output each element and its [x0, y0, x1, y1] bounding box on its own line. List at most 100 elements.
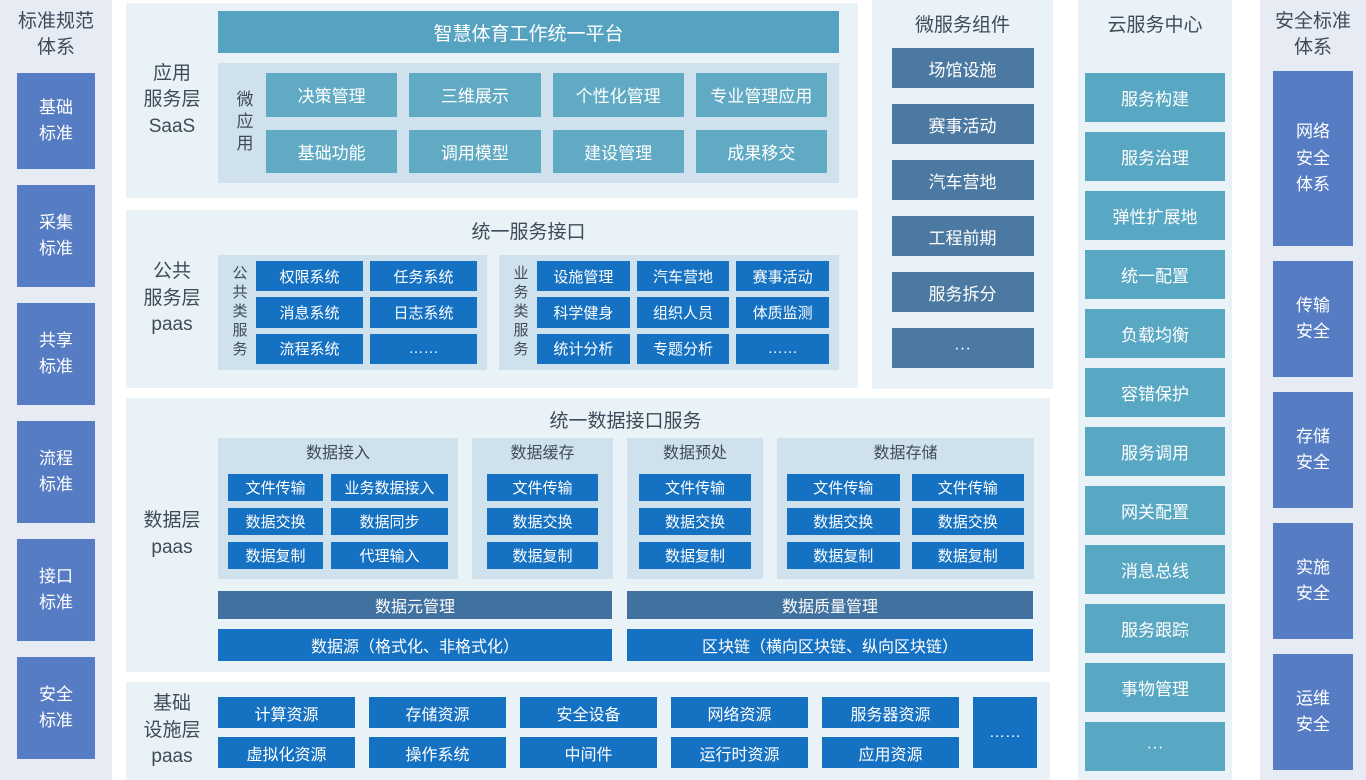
infrastructure-resource-box: 运行时资源	[671, 737, 808, 768]
data-source-row: 数据源（格式化、非格式化） 区块链（横向区块链、纵向区块链）	[218, 629, 1033, 661]
common-service-box: 流程系统	[256, 333, 363, 364]
cloud-service-box: 网关配置	[1085, 486, 1225, 535]
data-meta-management-bar: 数据元管理	[218, 591, 612, 619]
cloud-service-box: 事物管理	[1085, 663, 1225, 712]
data-layer-content: 统一数据接口服务 数据接入 文件传输业务数据接入数据交换数据同步数据复制代理输入…	[218, 398, 1050, 672]
data-preprocess-group: 数据预处 文件传输数据交换数据复制	[627, 438, 763, 579]
security-sidebar: 安全标准 体系 网络 安全 体系传输 安全存储 安全实施 安全运维 安全	[1260, 0, 1366, 780]
micro-apps-grid: 决策管理三维展示个性化管理专业管理应用基础功能调用模型建设管理成果移交	[258, 73, 827, 173]
standard-item-box: 流程 标准	[17, 421, 95, 524]
infrastructure-resource-box: 虚拟化资源	[218, 737, 355, 768]
business-service-box: ……	[736, 333, 829, 364]
business-service-box: 赛事活动	[736, 261, 829, 292]
cloud-service-box: 负载均衡	[1085, 309, 1225, 358]
standard-item-box: 安全 标准	[17, 657, 95, 760]
data-preprocess-box: 数据交换	[639, 508, 751, 535]
data-source-bar: 数据源（格式化、非格式化）	[218, 629, 612, 661]
data-storage-group: 数据存储 文件传输文件传输数据交换数据交换数据复制数据复制	[777, 438, 1034, 579]
data-storage-title: 数据存储	[873, 445, 938, 462]
business-service-box: 专题分析	[636, 333, 730, 364]
data-storage-box: 数据复制	[911, 542, 1024, 569]
micro-app-box: 决策管理	[266, 73, 398, 117]
standards-list: 基础 标准采集 标准共享 标准流程 标准接口 标准安全 标准	[0, 73, 112, 760]
cloud-service-box: 服务治理	[1085, 132, 1225, 181]
data-storage-grid: 文件传输文件传输数据交换数据交换数据复制数据复制	[787, 474, 1024, 569]
data-access-box: 数据同步	[331, 508, 448, 535]
infrastructure-resource-box: 存储资源	[369, 697, 506, 728]
business-service-box: 科学健身	[537, 297, 630, 328]
data-access-box: 文件传输	[228, 474, 323, 501]
data-cache-group: 数据缓存 文件传输数据交换数据复制	[472, 438, 613, 579]
cloud-service-box: 服务跟踪	[1085, 604, 1225, 653]
data-storage-box: 文件传输	[787, 474, 900, 501]
micro-services-panel: 微服务组件 场馆设施赛事活动汽车营地工程前期服务拆分···	[872, 0, 1053, 389]
micro-app-box: 三维展示	[409, 73, 541, 117]
data-access-group: 数据接入 文件传输业务数据接入数据交换数据同步数据复制代理输入	[218, 438, 458, 579]
micro-apps-vertical-label: 微应用	[233, 90, 253, 156]
infrastructure-resource-box: 安全设备	[520, 697, 657, 728]
data-groups-row: 数据接入 文件传输业务数据接入数据交换数据同步数据复制代理输入 数据缓存 文件传…	[218, 438, 1034, 579]
data-layer-panel: 数据层 paas 统一数据接口服务 数据接入 文件传输业务数据接入数据交换数据同…	[126, 398, 1050, 672]
data-storage-box: 文件传输	[911, 474, 1024, 501]
cloud-service-box: 服务调用	[1085, 427, 1225, 476]
micro-app-box: 个性化管理	[552, 73, 684, 117]
cloud-service-box: 消息总线	[1085, 545, 1225, 594]
common-services-panel: 公共类服务 权限系统任务系统消息系统日志系统流程系统……	[218, 255, 487, 370]
standards-sidebar: 标准规范 体系 基础 标准采集 标准共享 标准流程 标准接口 标准安全 标准	[0, 0, 112, 780]
service-panels: 公共类服务 权限系统任务系统消息系统日志系统流程系统…… 业务类服务 设施管理汽…	[218, 255, 839, 370]
business-service-box: 汽车营地	[636, 261, 730, 292]
business-service-box: 体质监测	[736, 297, 829, 328]
micro-app-box: 调用模型	[409, 129, 541, 173]
saas-layer-content: 智慧体育工作统一平台 微应用 决策管理三维展示个性化管理专业管理应用基础功能调用…	[218, 3, 858, 198]
security-sidebar-title: 安全标准 体系	[1274, 11, 1351, 58]
standard-item-box: 基础 标准	[17, 73, 95, 170]
infrastructure-resource-box: 操作系统	[369, 737, 506, 768]
infrastructure-resource-box: 服务器资源	[822, 697, 959, 728]
business-service-box: 设施管理	[537, 261, 630, 292]
data-cache-title: 数据缓存	[510, 445, 575, 462]
infrastructure-resource-box: 网络资源	[671, 697, 808, 728]
common-service-box: 消息系统	[256, 297, 363, 328]
data-access-box: 数据交换	[228, 508, 323, 535]
infrastructure-resource-box: 计算资源	[218, 697, 355, 728]
business-services-panel: 业务类服务 设施管理汽车营地赛事活动科学健身组织人员体质监测统计分析专题分析……	[499, 255, 839, 370]
data-cache-box: 文件传输	[487, 474, 598, 501]
data-quality-management-bar: 数据质量管理	[627, 591, 1033, 619]
platform-title-bar: 智慧体育工作统一平台	[218, 11, 839, 53]
infrastructure-layer-panel: 基础 设施层 paas 计算资源存储资源安全设备网络资源服务器资源虚拟化资源操作…	[126, 682, 1050, 780]
infrastructure-more-box: ……	[973, 697, 1037, 768]
business-service-box: 统计分析	[537, 333, 630, 364]
micro-services-title: 微服务组件	[914, 15, 1010, 36]
cloud-service-box: 服务构建	[1085, 73, 1225, 122]
standards-sidebar-title: 标准规范 体系	[17, 11, 94, 58]
cloud-service-box: 容错保护	[1085, 368, 1225, 417]
infrastructure-content: 计算资源存储资源安全设备网络资源服务器资源虚拟化资源操作系统中间件运行时资源应用…	[218, 682, 1050, 780]
common-services-vertical-label: 公共类服务	[230, 265, 248, 360]
data-meta-row: 数据元管理 数据质量管理	[218, 591, 1033, 619]
micro-service-box: 服务拆分	[891, 272, 1034, 312]
data-access-box: 业务数据接入	[331, 474, 448, 501]
business-services-vertical-label: 业务类服务	[511, 265, 529, 360]
public-service-layer-label: 公共 服务层 paas	[143, 261, 201, 336]
security-item-box: 存储 安全	[1273, 392, 1353, 509]
data-storage-box: 数据复制	[787, 542, 900, 569]
cloud-center-panel: 云服务中心 服务构建服务治理弹性扩展地统一配置负载均衡容错保护服务调用网关配置消…	[1078, 0, 1232, 780]
common-service-box: 权限系统	[256, 261, 363, 292]
public-service-content: 统一服务接口 公共类服务 权限系统任务系统消息系统日志系统流程系统…… 业务类服…	[218, 210, 858, 388]
standard-item-box: 共享 标准	[17, 303, 95, 406]
data-preprocess-title: 数据预处	[662, 445, 727, 462]
cloud-center-list: 服务构建服务治理弹性扩展地统一配置负载均衡容错保护服务调用网关配置消息总线服务跟…	[1078, 73, 1232, 771]
micro-service-box: 赛事活动	[891, 104, 1034, 144]
data-access-title: 数据接入	[305, 445, 370, 462]
data-storage-box: 数据交换	[911, 508, 1024, 535]
data-cache-grid: 文件传输数据交换数据复制	[487, 474, 598, 569]
cloud-center-title: 云服务中心	[1107, 15, 1203, 36]
infrastructure-resource-box: 中间件	[520, 737, 657, 768]
micro-apps-panel: 微应用 决策管理三维展示个性化管理专业管理应用基础功能调用模型建设管理成果移交	[218, 63, 839, 183]
micro-service-box: 场馆设施	[891, 48, 1034, 88]
data-layer-label: 数据层 paas	[143, 510, 201, 558]
data-access-box: 数据复制	[228, 542, 323, 569]
micro-app-box: 基础功能	[266, 129, 398, 173]
micro-service-box: 汽车营地	[891, 160, 1034, 200]
data-storage-box: 数据交换	[787, 508, 900, 535]
